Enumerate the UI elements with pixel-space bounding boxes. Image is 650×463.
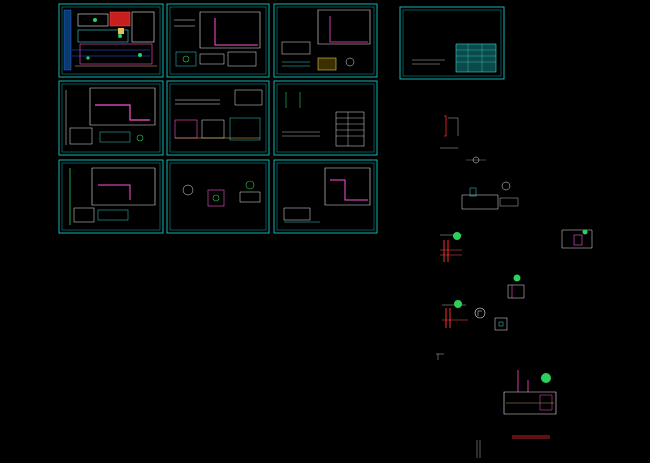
- detail-red-title-mark[interactable]: [512, 435, 550, 439]
- north-arrow-icon: [474, 307, 486, 319]
- sheet-standalone-table[interactable]: [399, 6, 505, 80]
- sheet-plan-detail-7[interactable]: [58, 159, 164, 234]
- sheet-plan-detail-4[interactable]: [58, 80, 164, 156]
- detail-small-mark[interactable]: [436, 353, 444, 360]
- sheet-plan-detail-9[interactable]: [273, 159, 378, 234]
- sheet-table-6[interactable]: [273, 80, 378, 156]
- detail-tree-red-1[interactable]: [440, 232, 462, 262]
- detail-tree-red-2[interactable]: [442, 300, 468, 328]
- sheet-details-8[interactable]: [166, 159, 270, 234]
- sheet-plan-detail-2[interactable]: [166, 3, 270, 78]
- detail-tree-plant-2[interactable]: [507, 274, 525, 299]
- detail-bottom-stub[interactable]: [476, 440, 481, 458]
- sheet-site-plan[interactable]: [58, 3, 164, 78]
- detail-right-section[interactable]: [561, 229, 593, 249]
- detail-tree-section-1[interactable]: [461, 181, 519, 210]
- detail-small-circle[interactable]: [466, 156, 486, 164]
- sheet-sections-5[interactable]: [166, 80, 270, 156]
- detail-large-section[interactable]: [503, 370, 557, 415]
- sheet-plan-detail-3[interactable]: [273, 3, 378, 78]
- detail-square-plan[interactable]: [494, 317, 508, 331]
- detail-red-bracket[interactable]: [440, 115, 459, 149]
